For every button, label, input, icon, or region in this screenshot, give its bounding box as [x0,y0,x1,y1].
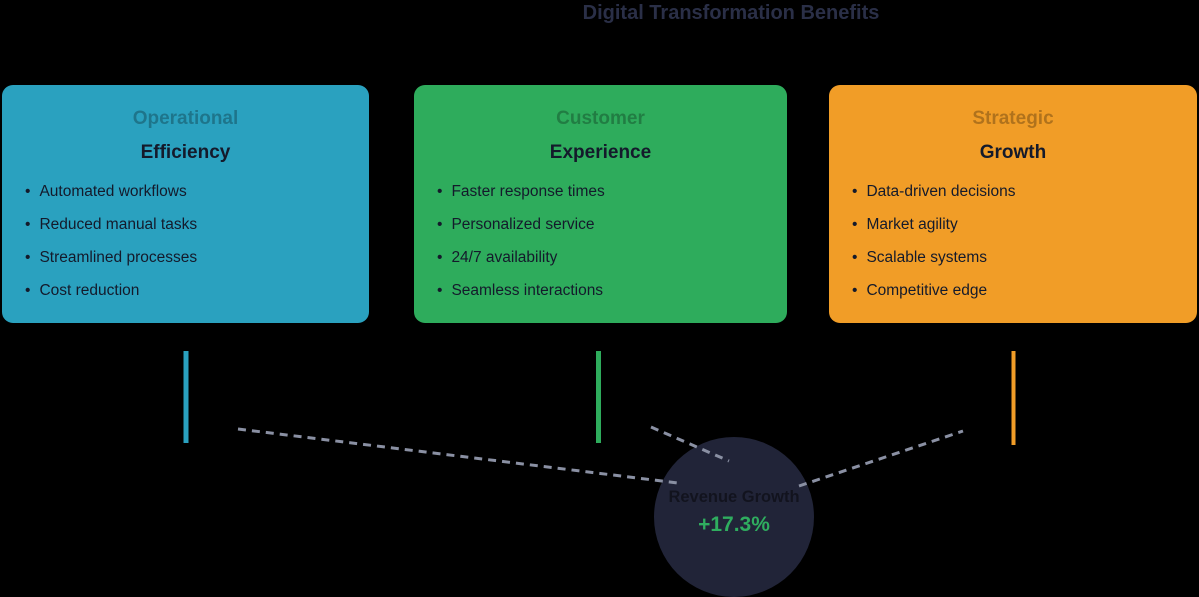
benefit-item: • Competitive edge [852,274,1197,307]
card-operational-efficiency: Operational Efficiency • Automated workfl… [2,85,369,323]
bullet-icon: • [852,248,858,266]
benefit-item-label: Seamless interactions [451,281,604,299]
benefit-item: • Data-driven decisions [852,175,1197,208]
benefit-item-label: Competitive edge [866,281,988,299]
card-category: Customer [556,108,645,129]
benefit-item-label: Faster response times [451,182,605,200]
card-category: Strategic [972,108,1054,129]
benefit-item: • Reduced manual tasks [25,208,369,241]
bullet-icon: • [852,215,858,233]
bullet-icon: • [437,215,443,233]
benefit-item-label: Streamlined processes [39,248,198,266]
benefit-item: • Streamlined processes [25,241,369,274]
bullet-icon: • [437,182,443,200]
card-title: Efficiency [140,142,231,163]
benefit-item-label: Cost reduction [39,281,140,299]
benefit-list: • Data-driven decisions • Market agility •… [829,175,1197,307]
benefit-item-label: Reduced manual tasks [39,215,198,233]
benefit-item: • Scalable systems [852,241,1197,274]
bullet-icon: • [437,248,443,266]
bullet-icon: • [437,281,443,299]
benefit-item-label: Personalized service [451,215,595,233]
card-strategic-growth: Strategic Growth • Data-driven decisions … [829,85,1197,323]
page-title: Digital Transformation Benefits [582,2,880,24]
benefit-item: • Market agility [852,208,1197,241]
benefit-item: • Seamless interactions [437,274,787,307]
card-title: Growth [979,142,1047,163]
benefit-list: • Faster response times • Personalized ser… [414,175,787,307]
benefit-item: • Faster response times [437,175,787,208]
benefit-list: • Automated workflows • Reduced manual tas… [2,175,369,307]
benefit-item: • Personalized service [437,208,787,241]
result-label: Revenue Growth [668,488,800,506]
benefit-item-label: Data-driven decisions [866,182,1016,200]
bullet-icon: • [25,248,31,266]
bullet-icon: • [852,182,858,200]
card-category: Operational [132,108,239,129]
benefit-item: • Cost reduction [25,274,369,307]
result-circle: Revenue Growth +17.3% [654,437,814,597]
benefit-item-label: 24/7 availability [451,248,558,266]
bullet-icon: • [25,281,31,299]
dashed-connector-right [798,429,964,488]
dashed-connector-left [237,427,679,485]
card-title: Experience [549,142,652,163]
benefit-item-label: Market agility [866,215,958,233]
bullet-icon: • [852,281,858,299]
bullet-icon: • [25,215,31,233]
benefit-item: • 24/7 availability [437,241,787,274]
card-customer-experience: Customer Experience • Faster response tim… [414,85,787,323]
benefit-item-label: Automated workflows [39,182,187,200]
benefit-item: • Automated workflows [25,175,369,208]
bullet-icon: • [25,182,31,200]
benefit-item-label: Scalable systems [866,248,988,266]
result-value: +17.3% [698,513,770,536]
